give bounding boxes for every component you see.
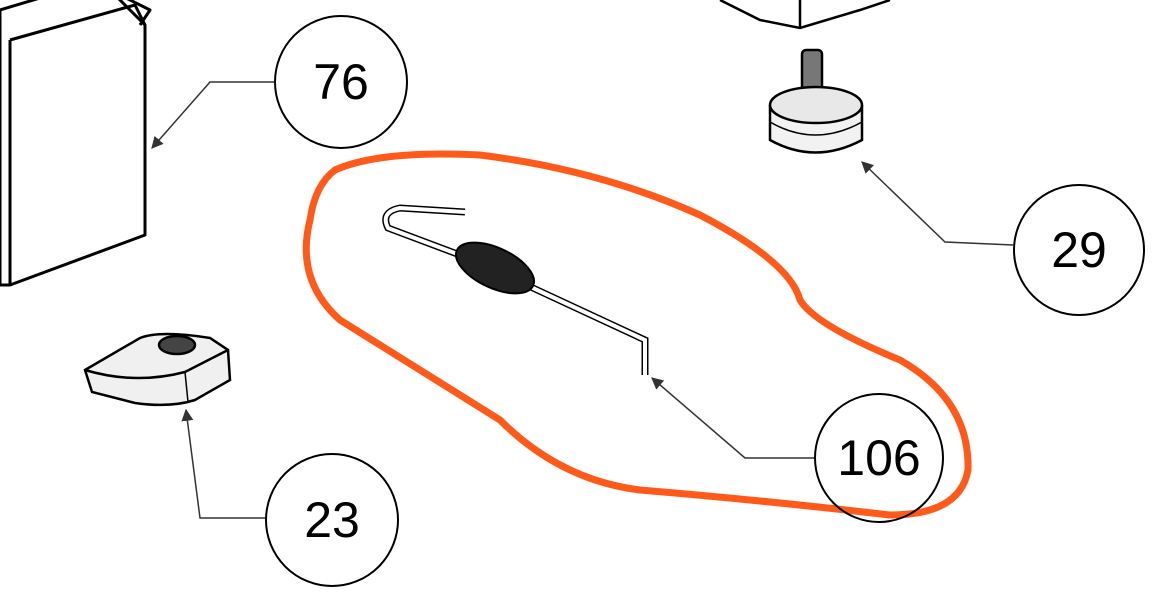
part-box [0, 0, 152, 287]
callout-76: 76 [274, 15, 408, 149]
leader-76 [151, 81, 275, 149]
callout-label: 29 [1051, 222, 1107, 278]
highlight-circle [302, 150, 972, 519]
leader-29 [861, 161, 1014, 246]
callout-23: 23 [265, 453, 399, 587]
leader-106 [651, 377, 814, 459]
callout-label: 76 [313, 54, 369, 110]
callout-label: 106 [837, 430, 920, 486]
leader-lines [151, 81, 1014, 519]
leader-23 [181, 408, 266, 519]
part-pad [83, 332, 232, 407]
part-foot [719, 0, 891, 154]
part-hook-rod [382, 204, 649, 375]
callout-label: 23 [304, 492, 360, 548]
callout-106: 106 [814, 393, 944, 523]
callout-29: 29 [1013, 184, 1145, 316]
